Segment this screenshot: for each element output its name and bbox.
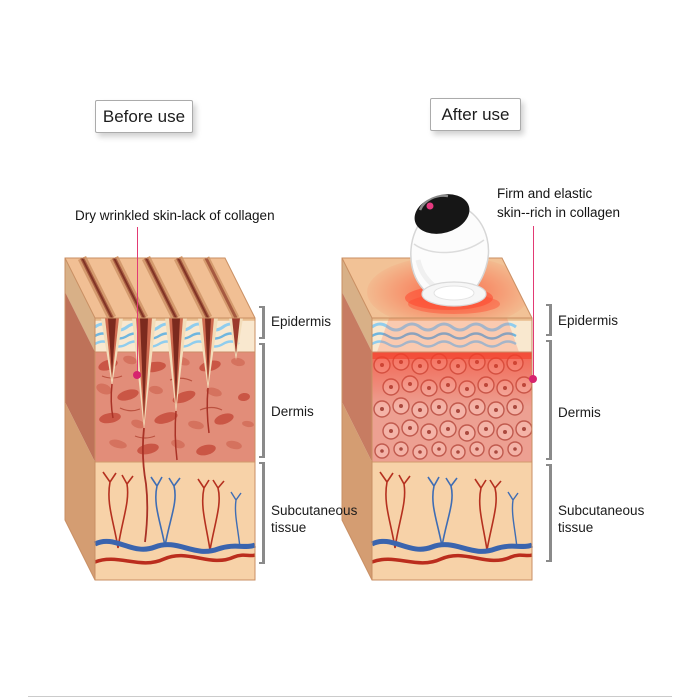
before-front-face [93, 318, 257, 580]
before-dermis-label: Dermis [271, 404, 314, 419]
after-subcutaneous-vessels [370, 471, 534, 565]
before-side-face [65, 258, 95, 580]
before-subcutaneous-label: Subcutaneous tissue [271, 503, 358, 535]
after-use-label: After use [430, 98, 521, 131]
after-annotation-line2: skin--rich in collagen [497, 205, 621, 220]
after-annotation-line1: Firm and elastic [497, 186, 593, 201]
after-pointer-line [533, 226, 534, 377]
before-subcutaneous-vessels [93, 471, 257, 565]
before-dermis-bracket [259, 343, 265, 458]
device-seam [413, 239, 485, 254]
before-block-edges [64, 257, 256, 581]
after-side-face [342, 258, 372, 580]
image-bottom-border [28, 696, 672, 697]
wrinkle-grooves [101, 318, 243, 543]
after-subcutaneous-bracket [546, 464, 552, 562]
after-pointer-dot [529, 375, 537, 383]
before-top-face-wrinkled [65, 255, 255, 321]
beauty-device-illustration [392, 182, 512, 322]
skin-cross-section-before [60, 248, 260, 593]
after-block-edges [341, 257, 533, 581]
before-pointer-line [137, 227, 138, 373]
after-dermis-bracket [546, 340, 552, 460]
after-epidermis-label: Epidermis [558, 313, 619, 328]
before-pointer-dot [133, 371, 141, 379]
after-subcutaneous-label: Subcutaneous tissue [558, 503, 645, 535]
before-annotation: Dry wrinkled skin-lack of collagen [75, 208, 275, 223]
skin-cross-section-after [337, 248, 537, 593]
after-dermis-label: Dermis [558, 405, 601, 420]
after-front-face [370, 318, 534, 580]
before-epidermis-bracket [259, 306, 265, 339]
before-epidermis-label: Epidermis [271, 314, 332, 329]
device-indicator-dot [426, 202, 434, 210]
after-epidermis-layer [371, 318, 532, 352]
before-subcutaneous-bracket [259, 462, 265, 564]
after-annotation: Firm and elastic skin--rich in collagen [497, 184, 620, 222]
after-epidermis-bracket [546, 304, 552, 336]
after-dermis-layer [372, 351, 532, 463]
before-use-label: Before use [95, 100, 193, 133]
